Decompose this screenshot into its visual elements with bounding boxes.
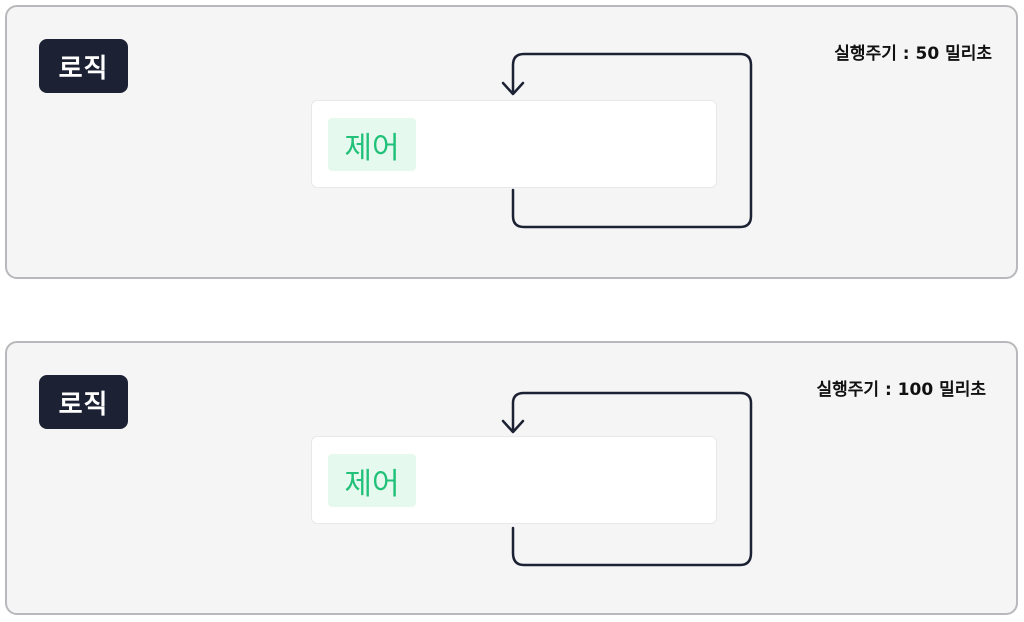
logic-badge: 로직 [39, 375, 128, 429]
period-label: 실행주기 : 100 밀리초 [816, 380, 986, 400]
control-box: 제어 [311, 436, 717, 524]
logic-panel-2: 로직 실행주기 : 100 밀리초 제어 [5, 341, 1018, 615]
control-box: 제어 [311, 100, 717, 188]
control-tag: 제어 [328, 454, 416, 507]
logic-panel-1: 로직 실행주기 : 50 밀리초 제어 [5, 5, 1018, 279]
period-label: 실행주기 : 50 밀리초 [834, 44, 992, 64]
control-tag: 제어 [328, 118, 416, 171]
logic-badge: 로직 [39, 39, 128, 93]
